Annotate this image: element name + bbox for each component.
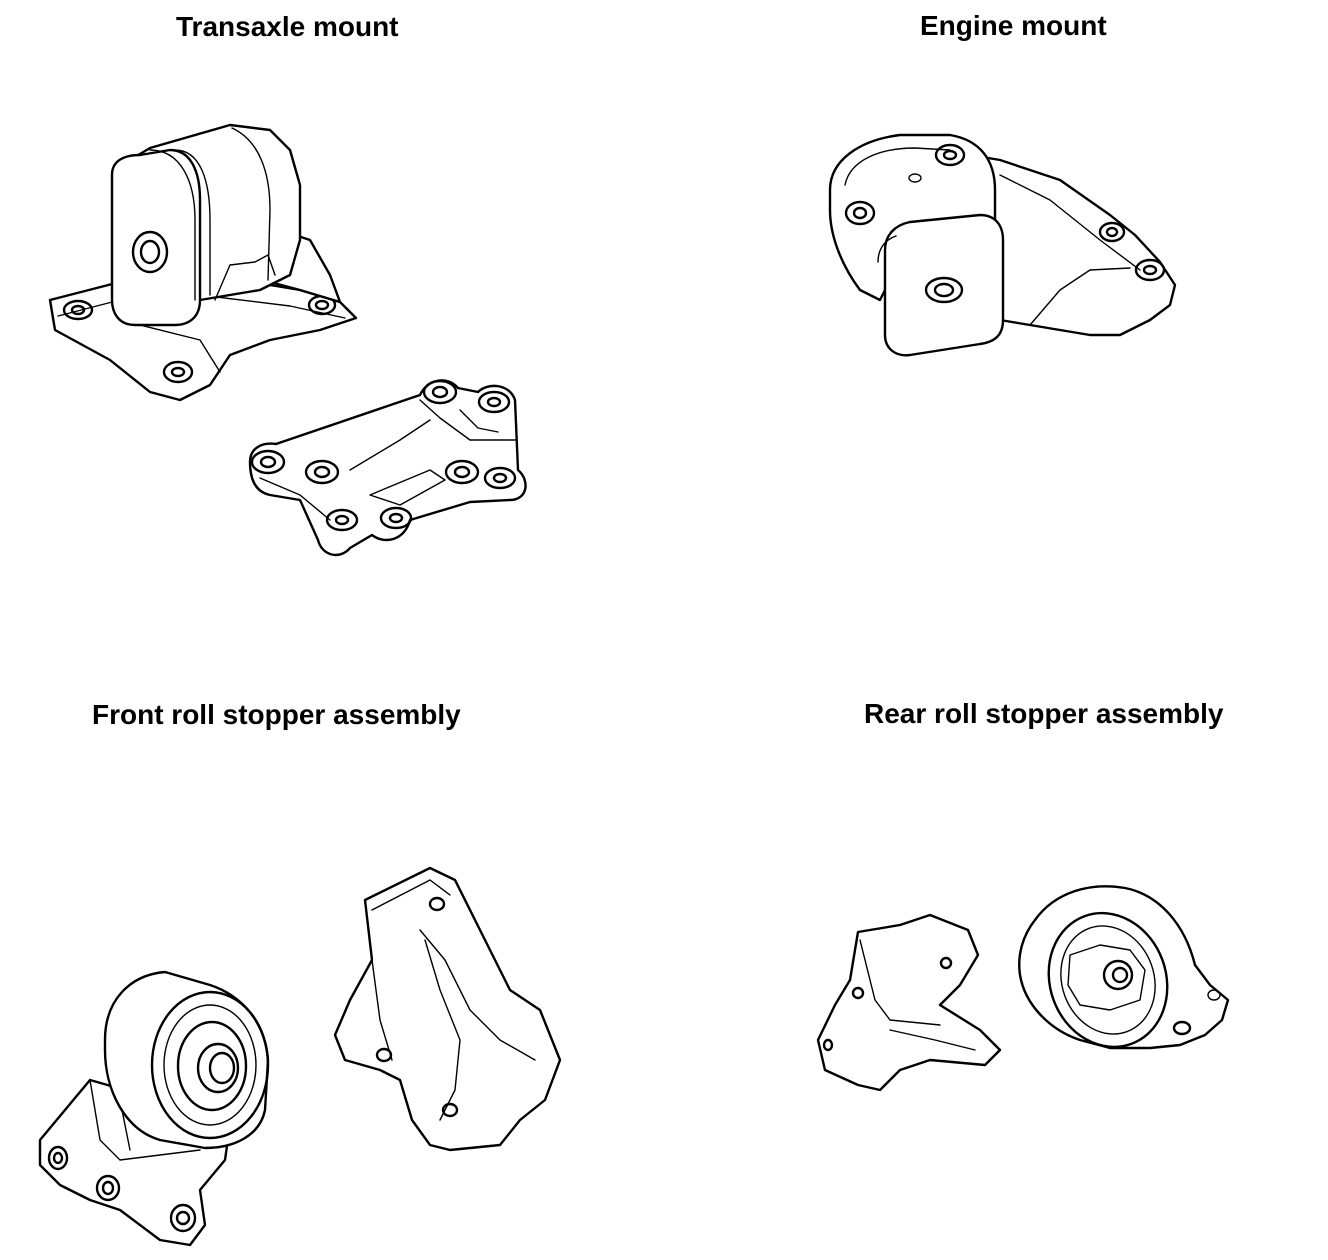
transaxle-mount-drawing xyxy=(48,123,358,402)
transaxle-mount-label: Transaxle mount xyxy=(176,11,399,42)
rear-roll-stopper-drawing xyxy=(1018,885,1230,1050)
engine-mount-label: Engine mount xyxy=(920,10,1107,41)
engine-mount-drawing xyxy=(828,133,1177,357)
front-roll-stopper-bracket-drawing xyxy=(333,866,562,1152)
rear-roll-stopper-label: Rear roll stopper assembly xyxy=(864,698,1224,729)
transaxle-lower-bracket-drawing xyxy=(248,379,527,557)
front-roll-stopper-label: Front roll stopper assembly xyxy=(92,699,461,730)
front-roll-stopper-drawing xyxy=(38,970,270,1247)
rear-roll-stopper-bracket-drawing xyxy=(816,913,1002,1092)
